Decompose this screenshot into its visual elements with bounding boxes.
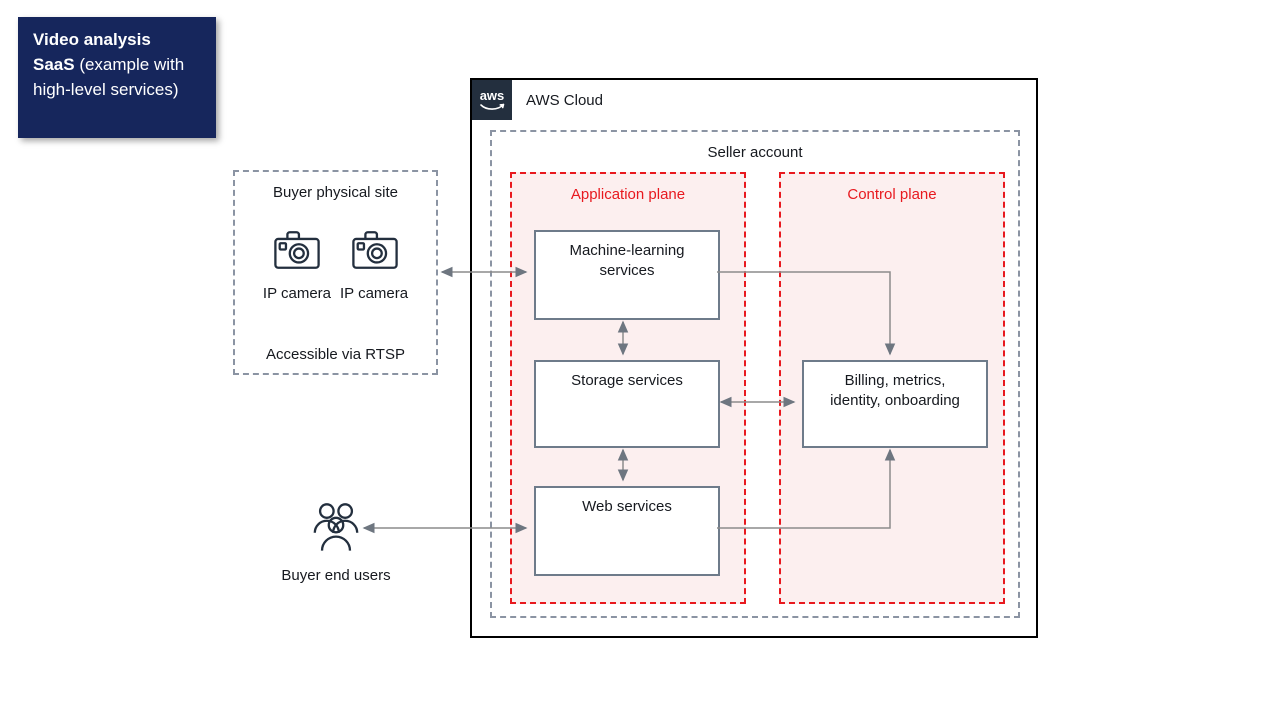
buyer-physical-site-label: Buyer physical site bbox=[272, 184, 399, 201]
application-plane-group: Application plane Machine-learning servi… bbox=[510, 172, 746, 604]
diagram-title-bold: Video analysis SaaS bbox=[33, 30, 151, 74]
billing-metrics-identity-onboarding-box: Billing, metrics, identity, onboarding bbox=[802, 360, 988, 448]
machine-learning-services-box: Machine-learning services bbox=[534, 230, 720, 320]
camera-icons-row bbox=[235, 227, 436, 272]
diagram-title-normal: (example with high-level services) bbox=[33, 55, 185, 99]
seller-account-label: Seller account bbox=[707, 144, 803, 161]
buyer-end-users-label: Buyer end users bbox=[281, 567, 391, 584]
control-plane-label: Control plane bbox=[847, 186, 937, 203]
aws-cloud-group: aws AWS Cloud Seller account Application… bbox=[470, 78, 1038, 638]
camera-label-1: IP camera bbox=[262, 285, 331, 302]
buyer-end-users-group: Buyer end users bbox=[236, 500, 436, 584]
seller-account-group: Seller account Application plane Machine… bbox=[490, 130, 1020, 618]
storage-services-box: Storage services bbox=[534, 360, 720, 448]
aws-cloud-label: AWS Cloud bbox=[526, 91, 603, 109]
svg-text:aws: aws bbox=[480, 88, 505, 103]
web-services-box: Web services bbox=[534, 486, 720, 576]
diagram-title: Video analysis SaaS (example with high-l… bbox=[18, 17, 216, 138]
buyer-physical-site-group: Buyer physical site IP camera IP camera … bbox=[233, 170, 438, 375]
aws-cloud-header: aws AWS Cloud bbox=[472, 80, 1036, 120]
camera-labels-row: IP camera IP camera bbox=[235, 285, 436, 302]
application-plane-label: Application plane bbox=[570, 186, 686, 203]
aws-logo-icon: aws bbox=[472, 80, 512, 120]
camera-icon bbox=[351, 231, 398, 269]
camera-icon bbox=[273, 231, 320, 269]
control-plane-group: Control plane Billing, metrics, identity… bbox=[779, 172, 1005, 604]
camera-label-2: IP camera bbox=[340, 285, 409, 302]
users-icon bbox=[313, 503, 359, 551]
rtsp-note: Accessible via RTSP bbox=[266, 346, 405, 363]
